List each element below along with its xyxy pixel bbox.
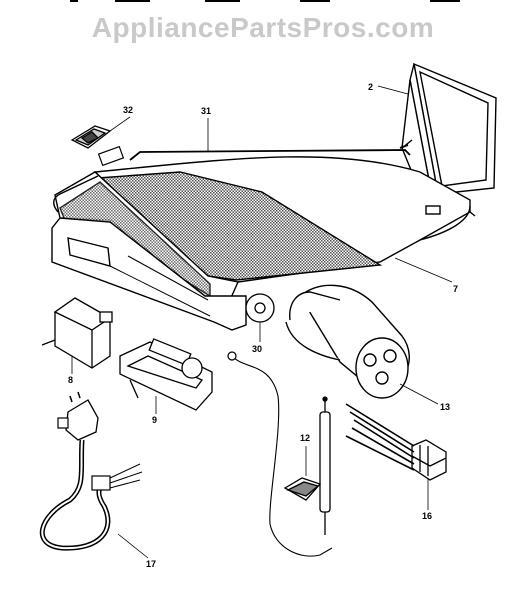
watermark-text: AppliancePartsPros.com (91, 12, 435, 43)
leader-17 (117, 533, 149, 559)
label-part-7: 7 (453, 284, 458, 294)
leader-13 (399, 383, 439, 405)
leader-7 (394, 257, 453, 283)
part-13-motor-cylinder (285, 284, 410, 399)
part-9-switch-assembly (119, 338, 213, 411)
label-part-13: 13 (440, 402, 450, 412)
label-part-31: 31 (201, 106, 211, 116)
part-16-wires (345, 403, 415, 471)
part-12-thermostat (283, 396, 331, 535)
part-32-bracket (70, 125, 112, 149)
part-7-hood-body (51, 156, 476, 331)
part-2-filter-panel (401, 62, 497, 198)
connecting-wire (231, 355, 333, 557)
label-part-12: 12 (300, 433, 310, 443)
part-16-wire-harness (411, 439, 447, 481)
leader-2 (377, 85, 409, 95)
label-part-2: 2 (368, 82, 373, 92)
leader-32 (109, 116, 131, 132)
part-8-switch-block (41, 297, 113, 369)
part-30-washer (245, 293, 275, 323)
wire-grommet (227, 351, 237, 361)
part-17-power-cord (39, 391, 143, 551)
label-part-30: 30 (252, 344, 262, 354)
small-block (97, 145, 125, 167)
label-part-16: 16 (422, 511, 432, 521)
part-31-rod (129, 144, 411, 161)
label-part-9: 9 (152, 415, 157, 425)
label-part-32: 32 (123, 105, 133, 115)
label-part-8: 8 (68, 375, 73, 385)
label-part-17: 17 (146, 559, 156, 569)
